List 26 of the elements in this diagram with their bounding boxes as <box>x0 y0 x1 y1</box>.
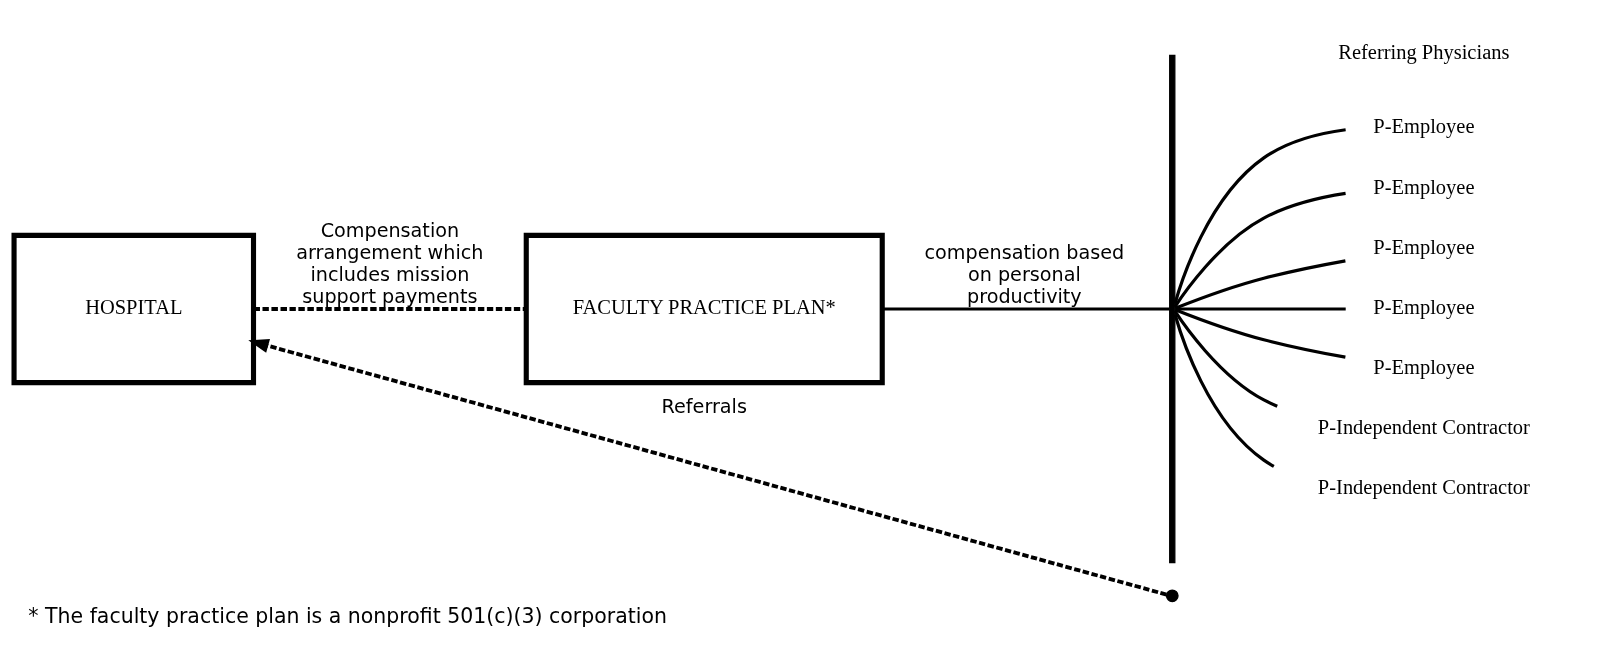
node-text: P-Employee <box>1373 355 1475 378</box>
connector <box>1173 191 1346 308</box>
node-box: FACULTY PRACTICE PLAN* <box>523 232 885 385</box>
node-text: P-Independent Contractor <box>1317 415 1530 438</box>
connector <box>882 306 1170 311</box>
edge-label: compensation based on personal productivity <box>924 240 1125 308</box>
node-text: P-Employee <box>1373 174 1475 197</box>
label: Referring Physicians <box>1338 40 1510 63</box>
node-text: P-Employee <box>1373 235 1475 258</box>
connector <box>1173 313 1275 468</box>
connector <box>1173 309 1278 408</box>
node-circle <box>1165 588 1179 602</box>
edge-label: Referrals <box>661 394 747 418</box>
node-bar <box>1169 54 1176 563</box>
node-text: P-Employee <box>1373 295 1475 318</box>
node-box: HOSPITAL <box>11 232 257 385</box>
connector <box>1174 307 1346 359</box>
connector <box>1175 306 1346 311</box>
caption: * The faculty practice plan is a nonprofit 501(c)(3) corporation <box>28 603 667 628</box>
connector <box>1173 127 1346 304</box>
node-text: P-Independent Contractor <box>1317 475 1530 498</box>
edge-label: Compensation arrangement which includes mission support payments <box>296 218 484 308</box>
connector <box>1174 258 1346 310</box>
connector <box>253 306 527 311</box>
arrow <box>248 338 1167 596</box>
node-text: P-Employee <box>1373 114 1475 137</box>
